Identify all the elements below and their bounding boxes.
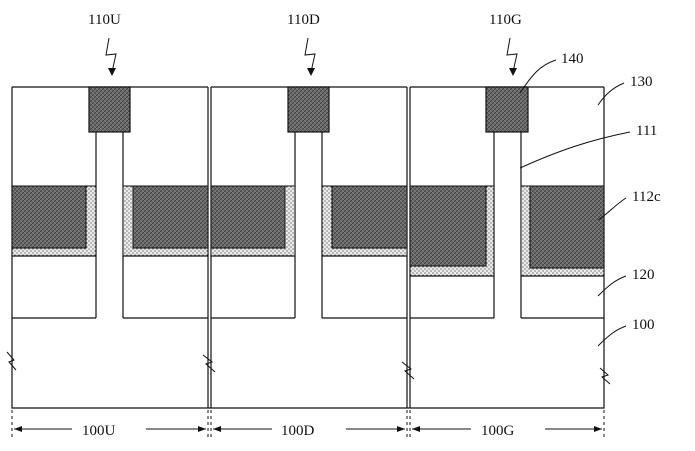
region-label-100g: 100G <box>481 423 515 439</box>
callout-112c: 112c <box>632 189 661 205</box>
gate-left-u <box>11 185 87 249</box>
callout-130: 130 <box>630 74 653 90</box>
region-u <box>11 86 209 319</box>
region-label-110d: 110D <box>287 12 320 28</box>
region-g <box>409 86 605 319</box>
callout-120: 120 <box>632 267 655 283</box>
lightning-arrows <box>105 37 518 76</box>
region-label-110u: 110U <box>88 12 121 28</box>
callout-140: 140 <box>561 51 584 67</box>
gate-left-g <box>409 185 487 267</box>
region-label-100u: 100U <box>82 423 116 439</box>
substrate <box>6 318 611 409</box>
fin-cap-d <box>287 86 330 133</box>
fin-cap-g <box>485 86 529 133</box>
gate-right-g <box>529 185 605 269</box>
region-label-100d: 100D <box>281 423 315 439</box>
gate-right-d <box>331 185 408 249</box>
gate-left-d <box>210 185 286 249</box>
gate-right-u <box>132 185 209 249</box>
leader-lines <box>519 59 631 347</box>
region-label-110g: 110G <box>489 12 522 28</box>
dimension-lines <box>11 410 605 440</box>
callout-111: 111 <box>636 123 657 139</box>
callout-100: 100 <box>632 317 655 333</box>
fin-cap-u <box>88 86 131 133</box>
region-d <box>210 86 408 319</box>
